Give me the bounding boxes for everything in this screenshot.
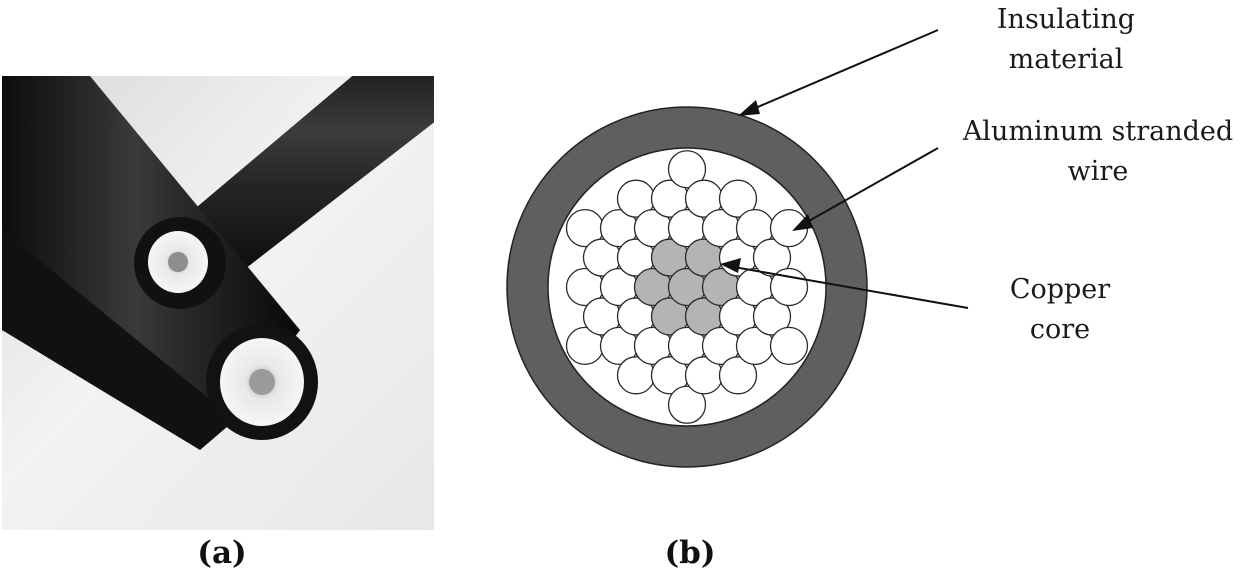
copper-label-line1: Copper [1010,274,1110,305]
caption-b: (b) [664,535,715,571]
aluminum-strand [752,297,792,336]
lower-cable-shadow [2,230,235,450]
copper-label-line2: core [1030,314,1090,345]
caption-a: (a) [197,535,246,571]
aluminum-strand [667,150,707,189]
aluminum-strand [752,238,792,277]
aluminum-strand [667,385,707,424]
cable-photo [2,76,434,530]
upper-cable-core [168,252,188,272]
aluminum-leader-line [799,147,939,227]
strand-group [565,150,809,424]
aluminum-label-line2: wire [1068,156,1129,187]
aluminum-label-line1: Aluminum stranded [962,116,1233,147]
aluminum-strand [718,179,758,218]
insulating-arrow-head [738,100,760,116]
copper-leader-line [727,265,969,309]
aluminum-arrow-head [792,214,813,231]
lower-cable-core [249,369,275,395]
insulating-leader-line [745,29,939,113]
copper-arrow-head [720,258,741,273]
aluminum-strand [718,356,758,395]
insulating-label-line2: material [1009,44,1124,75]
cross-section-diagram [506,106,868,468]
insulating-label-line1: Insulating [997,4,1135,35]
aluminum-strand [769,326,809,366]
